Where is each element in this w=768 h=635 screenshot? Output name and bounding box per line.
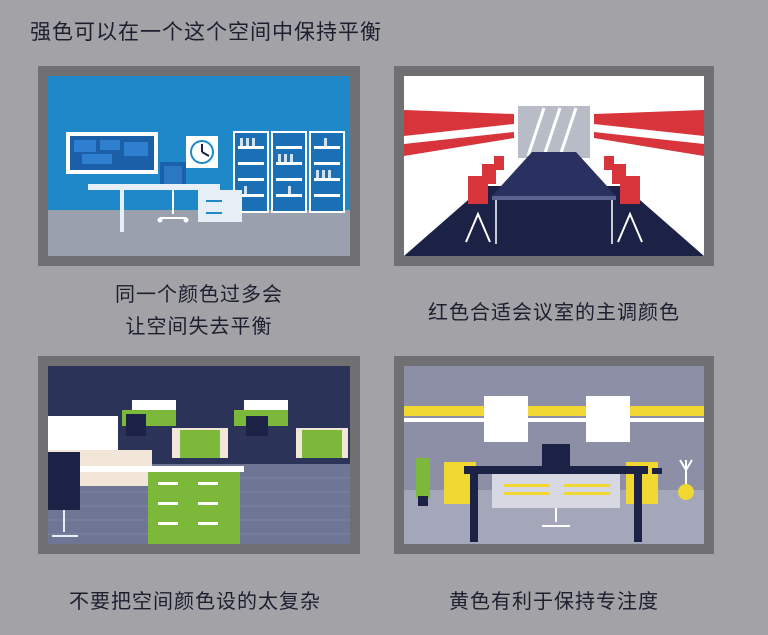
red-meeting-room-illustration (404, 76, 704, 256)
panel-yellow-office (394, 356, 714, 554)
page-title: 强色可以在一个这个空间中保持平衡 (30, 20, 382, 44)
caption-line: 红色合适会议室的主调颜色 (428, 300, 680, 324)
caption-line: 同一个颜色过多会 (115, 282, 283, 306)
yellow-office-illustration (404, 366, 704, 544)
caption-multi-color-office: 不要把空间颜色设的太复杂 (30, 585, 360, 617)
panel-multi-color-office (38, 356, 360, 554)
caption-red-meeting-room: 红色合适会议室的主调颜色 (394, 296, 714, 328)
panel-red-meeting-room (394, 66, 714, 266)
caption-line: 不要把空间颜色设的太复杂 (69, 589, 321, 613)
caption-line: 让空间失去平衡 (125, 314, 273, 338)
multi-color-office-illustration (48, 366, 350, 544)
caption-blue-office: 同一个颜色过多会 让空间失去平衡 (64, 278, 334, 342)
blue-office-illustration (48, 76, 350, 256)
caption-line: 黄色有利于保持专注度 (449, 589, 659, 613)
caption-yellow-office: 黄色有利于保持专注度 (394, 585, 714, 617)
panel-blue-office (38, 66, 360, 266)
